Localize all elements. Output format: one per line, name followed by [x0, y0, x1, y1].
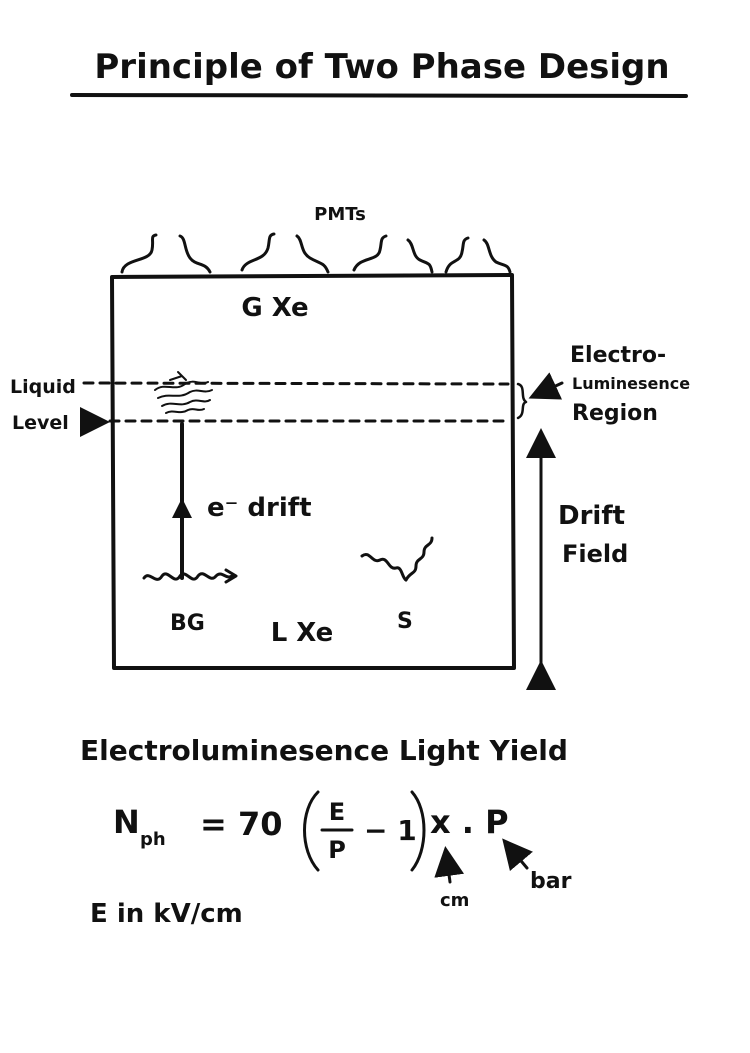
drift-field-label-line1: Drift: [558, 501, 625, 531]
formula-left-paren: [303, 790, 320, 872]
bar-arrow: [502, 838, 533, 872]
pmt-brace-4: [295, 234, 330, 274]
liquid-level-label-line1: Liquid: [10, 376, 76, 398]
gas-xenon-label: G Xe: [241, 293, 308, 323]
electroluminescence-label-line3: Region: [572, 401, 658, 426]
electron-drift-label: e⁻ drift: [207, 493, 312, 523]
drift-field-label-line2: Field: [562, 540, 628, 568]
bg-track: [142, 568, 238, 584]
pmt-brace-6: [406, 238, 434, 274]
light-yield-formula: N ph = 70 E P − 1 x . P: [113, 790, 509, 872]
formula-lhs-subscript: ph: [140, 829, 166, 850]
electroluminescence-label-line2: Luminesence: [572, 374, 690, 393]
formula-numerator: E: [329, 798, 345, 826]
formula-minus-one: − 1: [364, 814, 417, 847]
formula-lhs: N: [113, 803, 140, 841]
cm-unit-label: cm: [440, 890, 469, 911]
electroluminescence-label-line1: Electro-: [570, 343, 666, 368]
pmt-brace-1: [120, 233, 158, 274]
formula-right-paren: [410, 790, 426, 872]
electroluminescence-brace: [516, 382, 528, 420]
pmt-brace-2: [178, 234, 212, 274]
formula-denominator: P: [328, 836, 346, 864]
title-underline: [70, 93, 688, 98]
bg-label: BG: [170, 611, 205, 636]
pmt-brace-5: [352, 234, 388, 272]
signal-track: [360, 536, 434, 582]
electroluminescence-arrow: [528, 372, 564, 400]
pmt-brace-8: [482, 238, 512, 274]
page-title: Principle of Two Phase Design: [94, 47, 669, 87]
cm-arrow: [434, 846, 465, 884]
electroluminescence-upper-line: [82, 381, 510, 386]
liquid-level-label-line2: Level: [12, 412, 69, 434]
pmt-brace-7: [444, 236, 470, 274]
signal-label: S: [397, 609, 413, 634]
pmt-array: [120, 232, 512, 274]
liquid-xenon-label: L Xe: [271, 618, 334, 648]
bar-unit-label: bar: [530, 869, 572, 894]
formula-x-term: x . P: [430, 803, 509, 841]
formula-coefficient: = 70: [200, 805, 282, 843]
electron-drift-arrowhead: [172, 498, 192, 518]
light-yield-heading: Electroluminesence Light Yield: [80, 734, 568, 767]
units-note: E in kV/cm: [90, 899, 243, 929]
pmt-brace-3: [240, 232, 276, 272]
pmts-label: PMTs: [314, 204, 366, 225]
detector-vessel: [110, 273, 516, 670]
electroluminescence-burst: [154, 371, 213, 414]
